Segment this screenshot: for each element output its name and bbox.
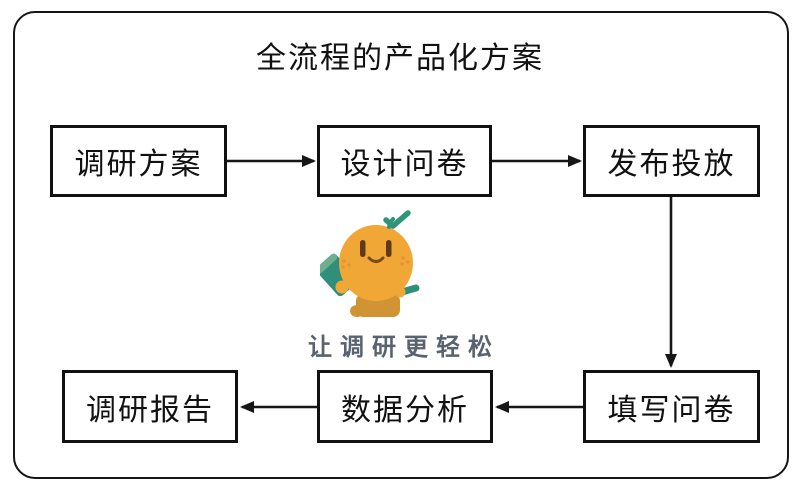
flow-node-label: 调研报告 [86, 393, 214, 427]
flow-node-research-plan: 调研方案 [50, 125, 227, 197]
flow-node-label: 设计问卷 [340, 148, 469, 181]
flow-node-fill-questionnaire: 填写问卷 [583, 370, 760, 443]
diagram-title: 全流程的产品化方案 [256, 42, 544, 75]
mascot-tagline: 让调研更轻松 [308, 334, 500, 361]
flow-node-research-report: 调研报告 [62, 370, 238, 443]
flow-node-publish-distribute: 发布投放 [583, 125, 760, 197]
flow-node-label: 填写问卷 [607, 393, 736, 427]
flow-node-data-analysis: 数据分析 [317, 370, 493, 443]
flow-node-label: 发布投放 [607, 148, 736, 181]
rounded-border-frame [13, 11, 789, 479]
flow-node-label: 数据分析 [341, 393, 469, 427]
flow-node-design-questionnaire: 设计问卷 [317, 125, 492, 197]
flow-node-label: 调研方案 [74, 148, 203, 181]
